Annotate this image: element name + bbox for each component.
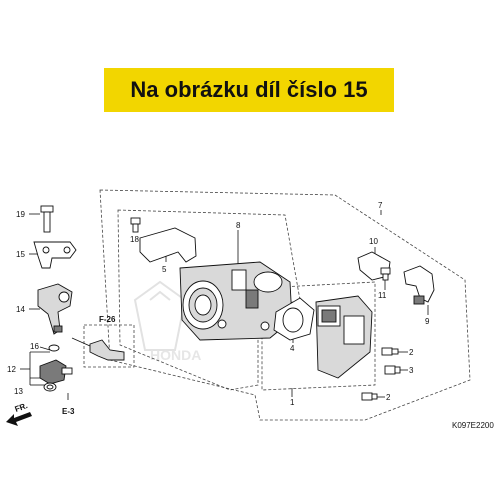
bracket-hole: [42, 246, 50, 254]
front-label: FR.: [14, 401, 29, 414]
bolt-19: [40, 205, 54, 233]
diagram-code: K097E2200: [452, 421, 494, 430]
callout-18: 18: [130, 235, 139, 244]
svg-text:HONDA: HONDA: [150, 347, 201, 363]
callout-10: 10: [369, 237, 378, 246]
bracket-15: [33, 241, 77, 269]
highlight-banner: Na obrázku díl číslo 15: [104, 68, 394, 112]
callout-3: 3: [409, 366, 414, 375]
callout-2a: 2: [409, 348, 414, 357]
bracket-hole: [63, 246, 71, 254]
o-ring-13: [43, 382, 57, 392]
callout-12: 12: [7, 365, 16, 374]
bolt-11: [380, 267, 391, 281]
reference-f26: F-26: [99, 315, 116, 324]
reference-e3: E-3: [62, 407, 75, 416]
sensor-unit-1: [315, 295, 373, 379]
callout-7: 7: [378, 201, 383, 210]
injector-9: [403, 265, 435, 305]
connector-14: [37, 283, 73, 335]
callout-5: 5: [162, 265, 167, 274]
callout-8: 8: [236, 221, 241, 230]
throttle-body-8: [179, 261, 293, 341]
callout-1: 1: [290, 398, 295, 407]
banner-text: Na obrázku díl číslo 15: [130, 77, 368, 102]
bolt-18: [130, 217, 141, 233]
callout-19: 19: [16, 210, 25, 219]
watermark-logo: HONDA: [133, 280, 201, 363]
assembly-outline-7: [99, 189, 471, 421]
reference-box-f26: [83, 324, 135, 368]
hose-fitting: [71, 337, 125, 361]
front-arrow-icon: [6, 412, 32, 426]
callout-15: 15: [16, 250, 25, 259]
subassembly-outline-8: [117, 209, 301, 391]
callout-13: 13: [14, 387, 23, 396]
gasket-hole: [282, 307, 304, 333]
callout-11: 11: [378, 291, 387, 300]
callout-14: 14: [16, 305, 25, 314]
callout-16: 16: [30, 342, 39, 351]
callout-4: 4: [290, 344, 295, 353]
screw-2a: [381, 347, 399, 356]
screw-3: [384, 365, 401, 375]
subassembly-outline-1: [261, 281, 376, 391]
o-ring-16: [48, 344, 60, 352]
leader-lines: [20, 210, 429, 400]
bracket-5: [139, 227, 197, 263]
sensor-12: [39, 359, 73, 385]
screw-2b: [361, 392, 378, 401]
callout-9: 9: [425, 317, 430, 326]
callout-2b: 2: [386, 393, 391, 402]
